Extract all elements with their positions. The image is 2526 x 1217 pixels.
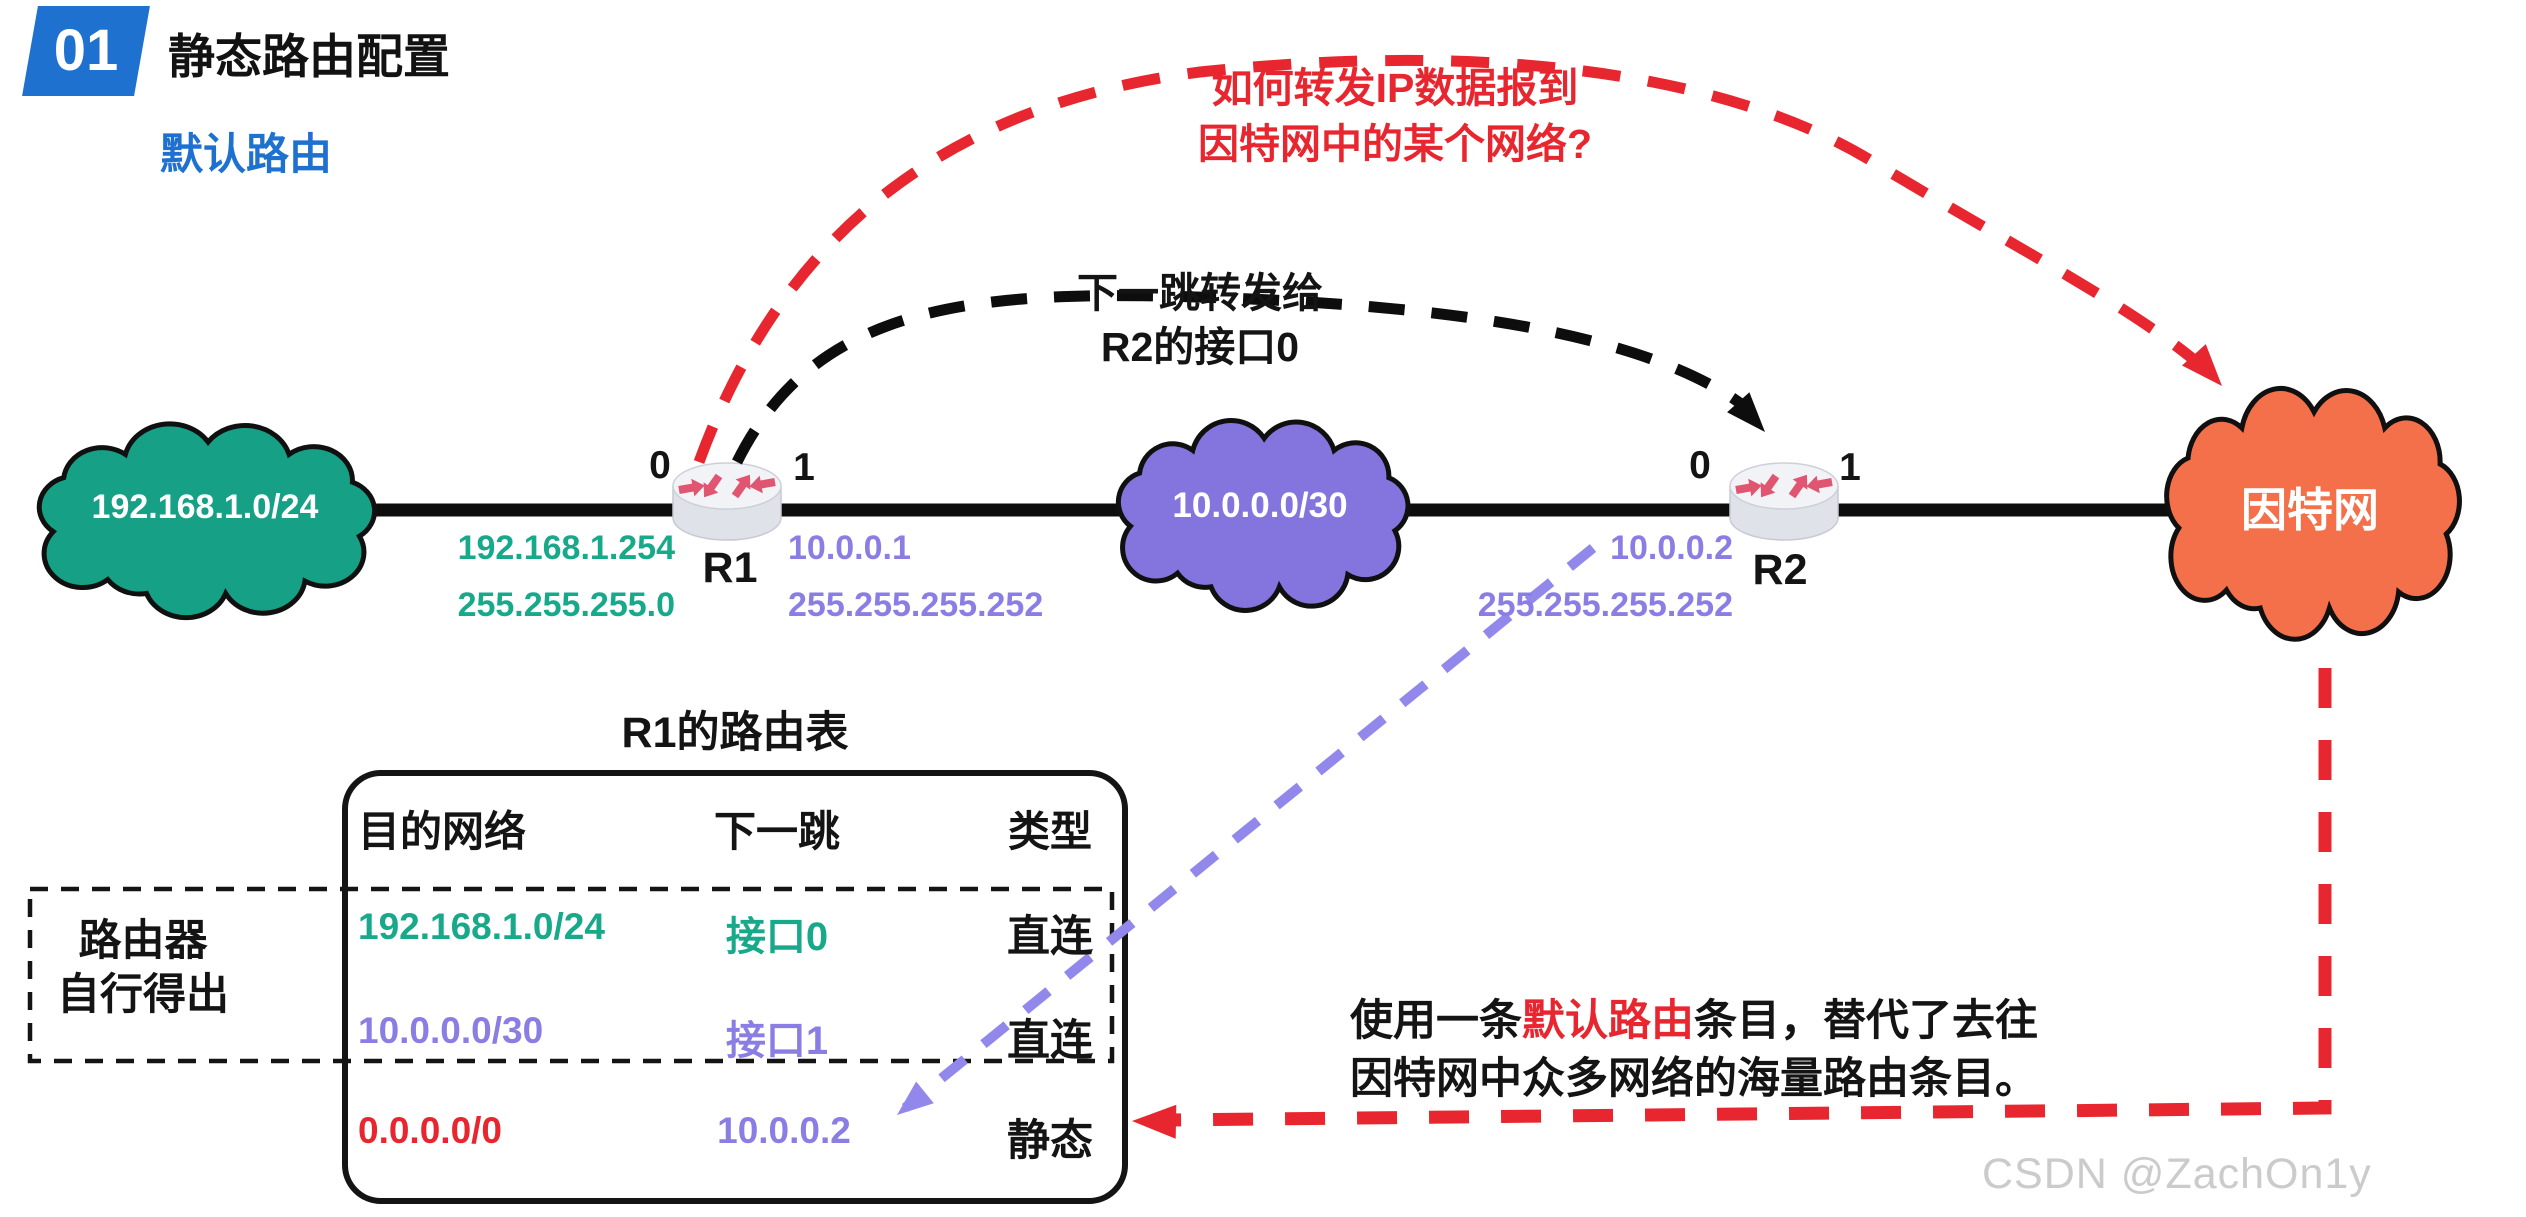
question-arrowhead-icon (2182, 344, 2222, 386)
derived-routes-label: 路由器 自行得出 (28, 914, 258, 1022)
note-line2: 因特网中众多网络的海量路由条目。 (1350, 1055, 2038, 1103)
derived-routes-line1: 路由器 (78, 917, 208, 965)
note-line1: 使用一条默认路由条目，替代了去往 (1350, 992, 2330, 1050)
r2-wan-ip: 10.0.0.2 (1610, 529, 1733, 567)
table-row2-nexthop: 接口1 (725, 1019, 829, 1063)
table-row1-dest: 192.168.1.0/24 (358, 906, 605, 947)
note-highlight: 默认路由 (1522, 997, 1694, 1045)
table-row3-dest: 0.0.0.0/0 (358, 1110, 503, 1151)
table-row2-type: 直连 (1007, 1017, 1093, 1065)
watermark: CSDN @ZachOn1y (1982, 1150, 2372, 1198)
r1-name-label: R1 (702, 544, 758, 592)
router-r1-icon (672, 462, 782, 541)
r2-name-label: R2 (1752, 546, 1808, 594)
default-route-arrowhead-icon (1132, 1104, 1177, 1139)
table-row2-dest: 10.0.0.0/30 (358, 1010, 544, 1051)
column-header-nexthop: 下一跳 (713, 808, 840, 855)
question-dashed-arrow (693, 54, 2222, 464)
lan-cloud (39, 424, 374, 618)
r1-lan-ip-block: 192.168.1.254 255.255.255.0 (395, 520, 675, 634)
r1-interface1-label: 1 (793, 446, 815, 489)
table-row1-type: 直连 (1007, 913, 1093, 961)
r1-interface0-label: 0 (649, 444, 671, 487)
default-route-note: 使用一条默认路由条目，替代了去往 因特网中众多网络的海量路由条目。 (1350, 992, 2330, 1108)
table-row1-nexthop: 接口0 (725, 915, 829, 959)
routing-table-title: R1的路由表 (621, 709, 849, 757)
wan-cloud (1118, 420, 1408, 610)
next-hop-annotation: 下一跳转发给 R2的接口0 (955, 266, 1445, 374)
column-header-type: 类型 (1007, 808, 1092, 855)
section-number: 01 (53, 18, 119, 83)
question-line2: 因特网中的某个网络? (1197, 121, 1593, 167)
r2-interface0-label: 0 (1689, 444, 1711, 487)
next-hop-dashed-arrow (732, 290, 1765, 465)
next-hop-arrowhead-icon (1727, 392, 1765, 432)
question-annotation: 如何转发IP数据报到 因特网中的某个网络? (1130, 60, 1660, 172)
r1-wan-ip-block: 10.0.0.1 255.255.255.252 (788, 520, 1098, 634)
wan-cloud-label: 10.0.0.0/30 (1172, 486, 1348, 525)
page-subtitle: 默认路由 (160, 131, 332, 179)
internet-cloud (2167, 388, 2460, 639)
next-hop-line1: 下一跳转发给 (1077, 270, 1323, 316)
nexthop-ip-arrowhead-icon (897, 1081, 934, 1115)
lan-cloud-label: 192.168.1.0/24 (91, 488, 319, 526)
page-title: 静态路由配置 (168, 30, 450, 83)
r1-lan-ip: 192.168.1.254 (457, 529, 675, 567)
question-line1: 如何转发IP数据报到 (1211, 65, 1579, 111)
table-row3-nexthop: 10.0.0.2 (717, 1110, 851, 1151)
r1-wan-ip: 10.0.0.1 (788, 529, 911, 567)
r2-interface1-label: 1 (1839, 446, 1861, 489)
r1-wan-mask: 255.255.255.252 (788, 586, 1044, 624)
default-route-dashed-arrow (1132, 668, 2332, 1139)
internet-cloud-label: 因特网 (2241, 484, 2379, 536)
r2-wan-ip-block: 10.0.0.2 255.255.255.252 (1418, 520, 1733, 634)
router-r2-icon (1729, 462, 1839, 541)
table-row3-type: 静态 (1007, 1117, 1093, 1165)
derived-routes-dashed-box (27, 886, 1115, 1064)
routing-table-box (342, 770, 1128, 1204)
note-post: 条目，替代了去往 (1694, 997, 2038, 1045)
next-hop-line2: R2的接口0 (1100, 324, 1300, 370)
nexthop-ip-dashed-arrow (897, 544, 1597, 1115)
derived-routes-line2: 自行得出 (57, 971, 229, 1019)
r1-lan-mask: 255.255.255.0 (457, 586, 675, 624)
note-pre: 使用一条 (1350, 997, 1522, 1045)
r2-wan-mask: 255.255.255.252 (1477, 586, 1733, 624)
column-header-destination: 目的网络 (358, 808, 527, 855)
